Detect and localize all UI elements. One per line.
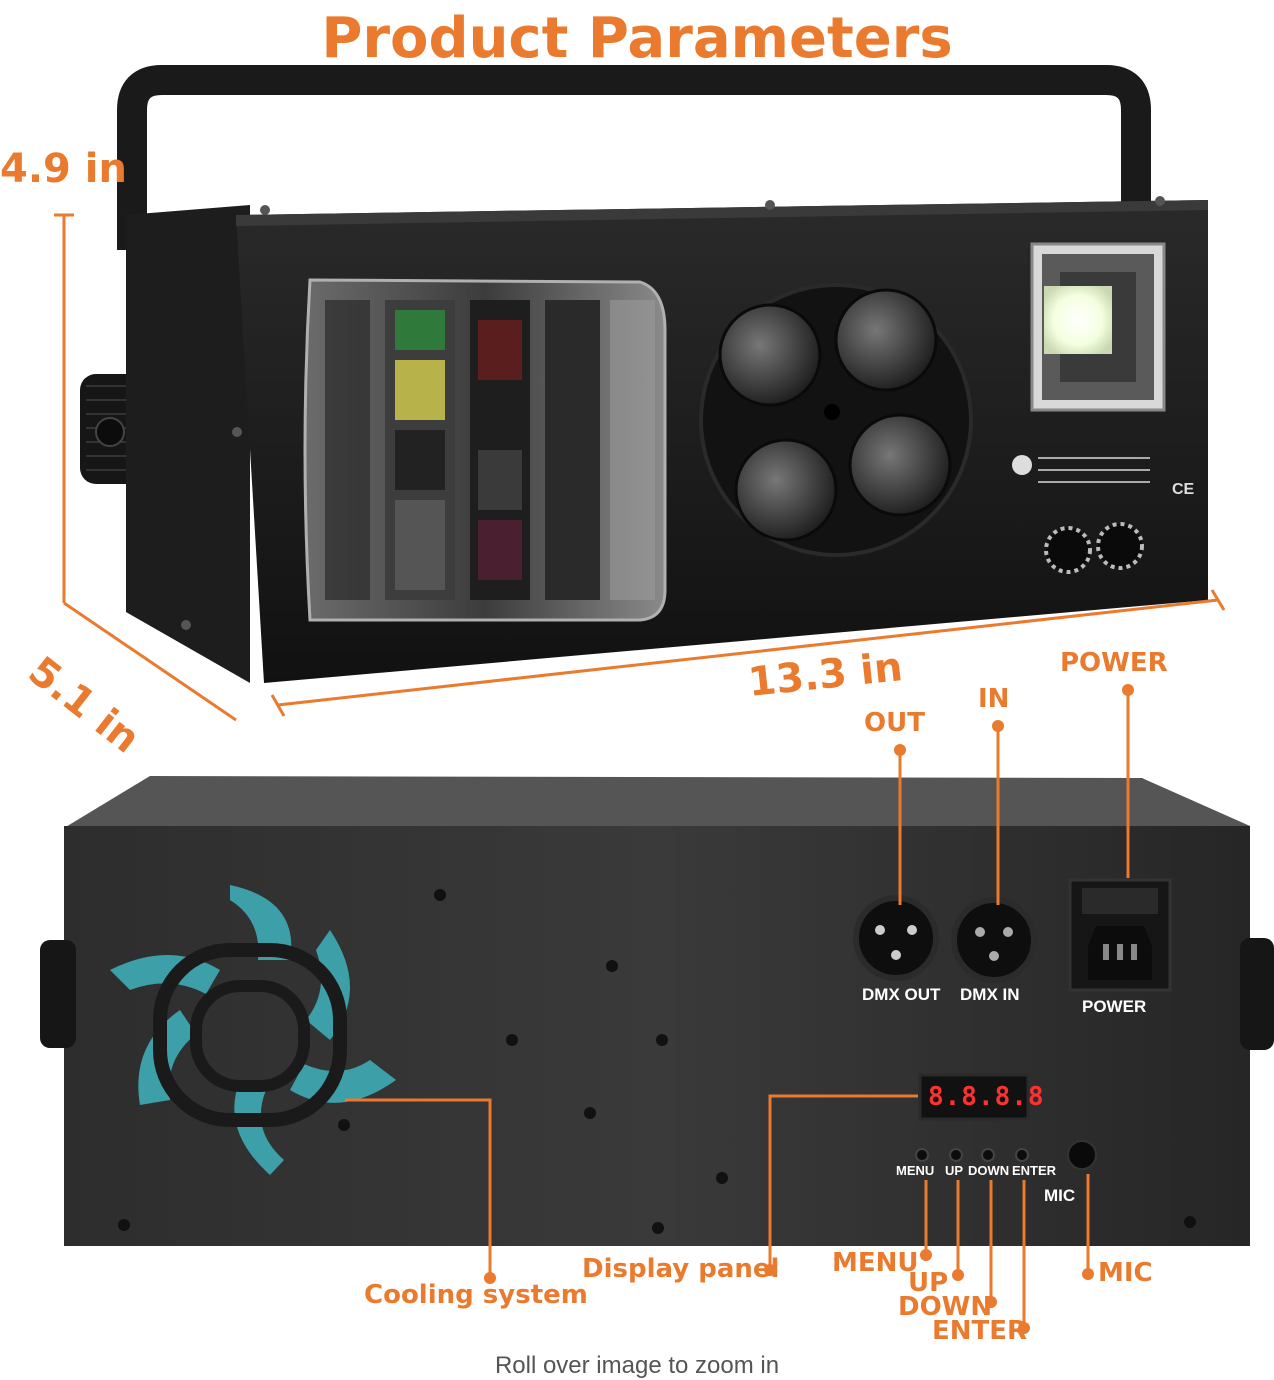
- strobe-panel: [1030, 242, 1166, 412]
- callout-display-panel: Display panel: [582, 1254, 780, 1284]
- callout-cooling-system: Cooling system: [364, 1280, 588, 1310]
- callout-up: UP: [908, 1268, 949, 1298]
- laser-warning-icon: [1012, 455, 1150, 483]
- dimension-lines: [54, 213, 1226, 722]
- panel-label-mic: MIC: [1044, 1186, 1076, 1205]
- panel-label-up: UP: [945, 1163, 964, 1178]
- callout-dots: [484, 684, 1134, 1334]
- display-panel: [918, 1073, 1030, 1121]
- callout-lines: [345, 688, 1130, 1328]
- back-unit: [40, 776, 1274, 1246]
- xlr-male-socket-icon: [951, 897, 1037, 983]
- callout-dmx-out: OUT: [864, 708, 925, 738]
- xlr-female-socket-icon: [853, 895, 939, 981]
- zoom-hint: Roll over image to zoom in: [494, 1352, 780, 1379]
- callout-enter: ENTER: [932, 1316, 1028, 1346]
- lens-cluster: [699, 283, 973, 557]
- ce-mark-icon: CE: [1172, 481, 1195, 498]
- page-title: Product Parameters: [321, 6, 953, 71]
- callout-power: POWER: [1060, 648, 1168, 678]
- panel-label-enter: ENTER: [1012, 1163, 1057, 1178]
- panel-label-down: DOWN: [968, 1163, 1010, 1178]
- callout-dmx-in: IN: [978, 684, 1010, 714]
- height-dimension-label: 4.9 in: [0, 146, 127, 192]
- front-unit: CE: [80, 65, 1208, 683]
- panel-label-menu: MENU: [896, 1163, 935, 1178]
- callout-menu: MENU: [832, 1248, 919, 1278]
- panel-display-readout: 8.8.8.8: [928, 1082, 1045, 1112]
- cooling-fan-icon: [110, 885, 396, 1175]
- callout-mic: MIC: [1098, 1258, 1153, 1288]
- derby-led-dome: [303, 278, 667, 622]
- iec-power-socket-icon: [1068, 878, 1172, 992]
- callout-down: DOWN: [898, 1292, 993, 1322]
- panel-label-dmx-in: DMX IN: [960, 985, 1020, 1004]
- control-buttons: [915, 1140, 1097, 1170]
- panel-label-power: POWER: [1082, 997, 1147, 1016]
- panel-label-dmx-out: DMX OUT: [862, 985, 941, 1004]
